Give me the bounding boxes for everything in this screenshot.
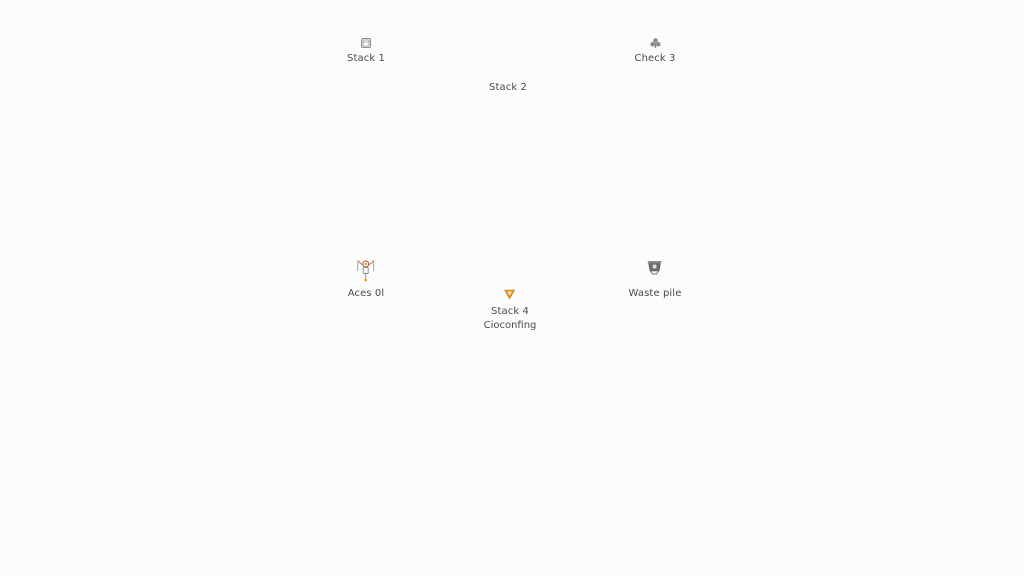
shield-icon — [504, 289, 516, 300]
stack-4-sublabel: Cioconfing — [483, 320, 537, 331]
check-3-pile[interactable]: Check 3 — [634, 36, 675, 66]
stack-4-label: Stack 4 — [491, 306, 529, 317]
waste-pile-label: Waste pile — [628, 288, 682, 299]
waste-pile[interactable]: Waste pile — [629, 259, 682, 301]
check-3-label: Check 3 — [634, 53, 676, 64]
aces-label: Aces 0l — [347, 288, 385, 299]
stack-4-pile[interactable]: Stack 4 Cioconfing — [483, 287, 537, 333]
card-stack-icon — [361, 38, 371, 48]
stack-2-pile[interactable]: Stack 2 — [489, 81, 527, 95]
stack-1-label: Stack 1 — [347, 53, 385, 64]
club-icon — [649, 38, 661, 48]
waste-pile-icon — [648, 261, 662, 275]
jester-card-icon — [357, 260, 375, 282]
aces-pile[interactable]: Aces 0l — [348, 257, 385, 301]
stack-1-pile[interactable]: Stack 1 — [347, 36, 385, 66]
stack-2-label: Stack 2 — [489, 82, 527, 93]
